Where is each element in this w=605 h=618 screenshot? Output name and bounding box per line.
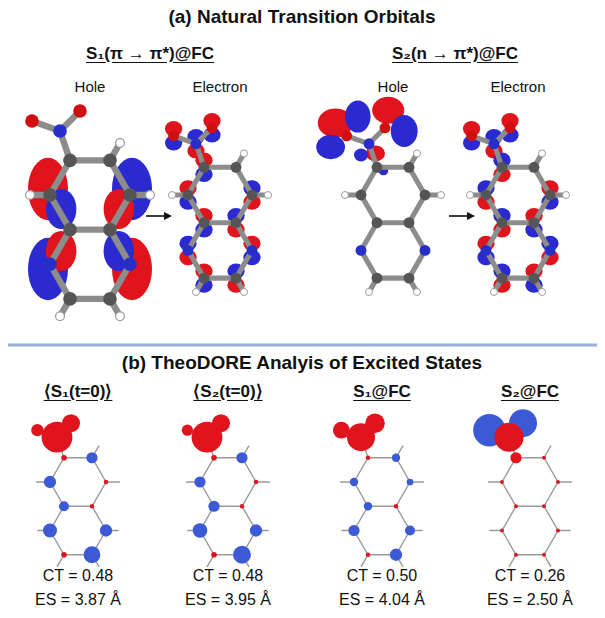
- section-divider: [8, 344, 597, 347]
- es-value: ES = 4.04 Å: [339, 590, 425, 609]
- state-heading: ⟨S₁(t=0)⟩: [44, 382, 113, 402]
- state-heading: ⟨S₂(t=0)⟩: [193, 382, 262, 402]
- orbital-label: Electron: [490, 78, 545, 96]
- section-title: (b) TheoDORE Analyis of Excited States: [122, 352, 482, 375]
- orbital-label: Hole: [75, 78, 106, 96]
- state-heading: S₁@FC: [353, 382, 411, 402]
- es-value: ES = 2.50 Å: [487, 590, 573, 609]
- ct-value: CT = 0.26: [495, 566, 565, 585]
- es-value: ES = 3.95 Å: [185, 590, 271, 609]
- ct-value: CT = 0.48: [43, 566, 113, 585]
- section-title: (a) Natural Transition Orbitals: [168, 6, 435, 29]
- ct-value: CT = 0.50: [347, 566, 417, 585]
- panel-heading: S₂(n → π*)@FC: [392, 44, 518, 64]
- es-value: ES = 3.87 Å: [35, 590, 121, 609]
- orbital-label: Hole: [378, 78, 409, 96]
- orbital-label: Electron: [192, 78, 247, 96]
- panel-heading: S₁(π → π*)@FC: [86, 44, 214, 64]
- transition-arrow: [146, 212, 475, 220]
- state-heading: S₂@FC: [501, 382, 559, 402]
- ct-value: CT = 0.48: [193, 566, 263, 585]
